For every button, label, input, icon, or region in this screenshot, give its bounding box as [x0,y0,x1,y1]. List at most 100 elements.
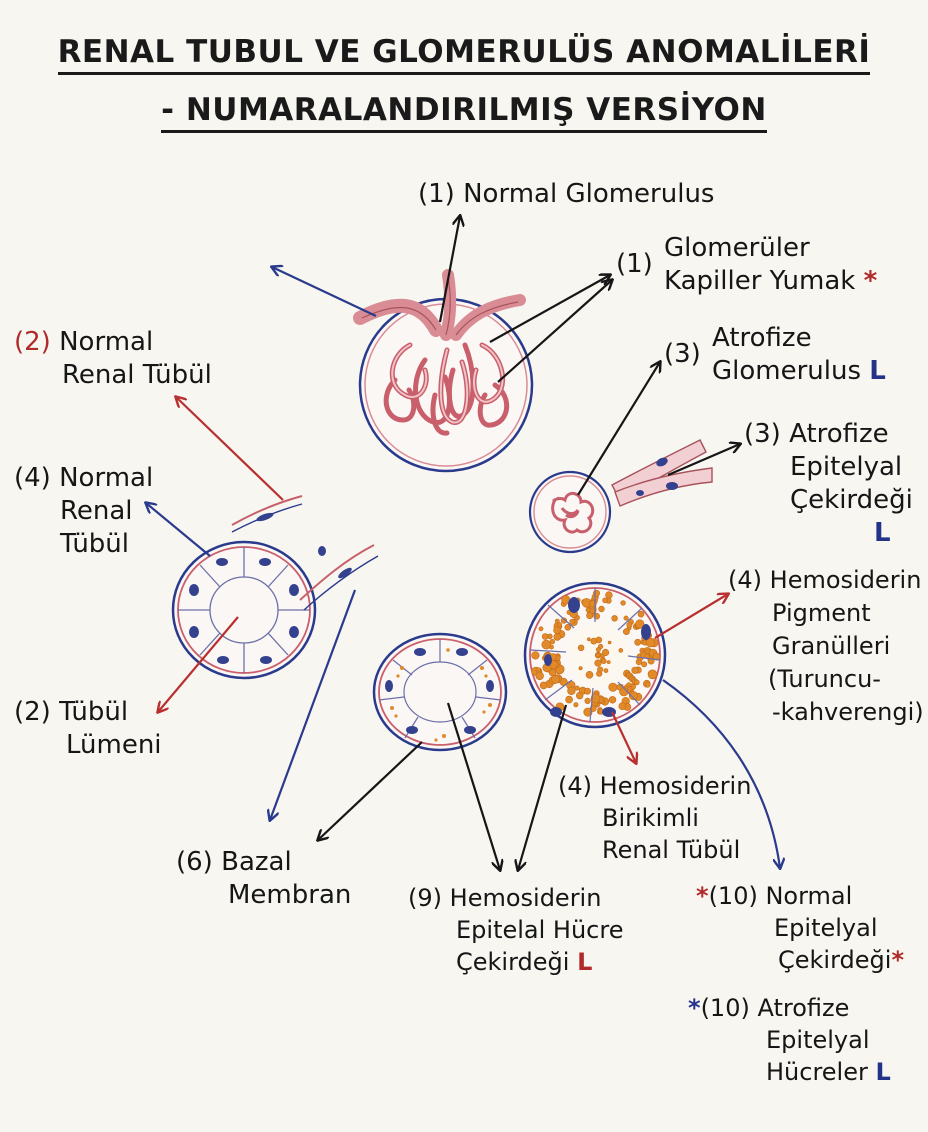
title-line-1: RENAL TUBUL VE GLOMERULÜS ANOMALİLERİ [0,34,928,75]
hemosiderin-granule [623,628,630,635]
arrow-normal-nucleus [662,679,780,868]
title-line-2: - NUMARALANDIRILMIŞ VERSİYON [0,92,928,133]
atrophic-glomerulus-drawing [528,470,612,554]
hemosiderin-granule [564,623,572,631]
hemosiderin-granule [623,615,629,621]
hemosiderin-granule [586,611,594,619]
hemosiderin-tubule-drawing [523,581,667,729]
arrow-glomerulus-blue [272,267,377,317]
hemosiderin-granule [551,674,560,684]
arrow-pigment [654,594,728,639]
label-normal-glomerulus: (1) Normal Glomerulus [418,179,715,209]
hemosiderin-granule [553,633,562,641]
hemosiderin-granule [645,637,656,648]
hemosiderin-granule [565,695,573,704]
hemosiderin-granule [637,610,645,618]
arrow-basal-from-small-tubule [318,741,423,840]
hemosiderin-granule [578,666,583,671]
hemosiderin-granule [585,670,594,679]
hemosiderin-granule [594,659,602,667]
hemosiderin-granule [584,697,591,705]
hemosiderin-granule [577,644,585,651]
hemosiderin-granule [574,685,580,691]
hemosiderin-granule [603,668,609,673]
label-atrophic-epithelial-nucleus: (3) Atrofize Epitelyal Çekirdeği L [744,419,913,548]
hemosiderin-granule [541,633,549,640]
arrow-capillary-a [489,275,610,343]
label-atrophic-glomerulus: (3) Atrofize Glomerulus L [664,323,886,386]
label-basal-membrane: (6) Bazal Membran [176,847,352,910]
hemosiderin-granule [600,658,607,665]
hemosiderin-granule [592,589,600,597]
hemosiderin-granule [641,661,648,668]
hemosiderin-granule [560,617,568,624]
hemosiderin-granule [598,605,605,613]
hemosiderin-granule [583,687,591,695]
hemosiderin-granule [531,651,540,660]
hemosiderin-granule [595,652,601,658]
label-atrophic-epithelial-cells: *(10) Atrofize Epitelyal Hücreler L [688,994,891,1086]
normal-glomerulus-drawing [353,269,534,473]
arrow-hemo-nucleus-b [518,704,568,870]
arrow-capillary-b [497,280,612,383]
hemosiderin-granule [573,702,579,708]
hemosiderin-granule [631,666,639,674]
hemosiderin-granule [554,618,560,624]
hemosiderin-granule [586,637,591,642]
arrow-basal-membrane [270,589,357,820]
hemosiderin-granule [608,696,617,704]
hemosiderin-granule [618,702,627,711]
arrow-atrophic-nucleus [667,444,740,477]
hemosiderin-granule [538,626,544,632]
hemosiderin-granule [535,667,541,673]
normal-renal-tubule-drawing [171,495,379,680]
hemosiderin-granule [634,638,642,646]
label-normal-renal-tubule-4: (4) Normal Renal Tübül [14,463,154,559]
hemosiderin-granule [590,693,601,704]
hemosiderin-granule [602,597,608,604]
hemosiderin-granule [626,682,632,688]
arrow-normal-tubule-4 [146,503,211,557]
arrow-normal-glomerulus [438,216,460,323]
hemosiderin-granule [620,600,626,606]
annotation-arrows [146,216,780,870]
hemosiderin-granule [635,619,645,629]
hemosiderin-granule [597,666,604,673]
label-glomerular-capillary: (1) Glomerüler Kapiller Yumak * [616,233,878,296]
hemosiderin-granule [539,681,548,690]
hemosiderin-granule [553,626,561,634]
hemosiderin-granule [633,679,640,686]
arrow-atrophic-glomerulus [577,362,660,496]
label-normal-epithelial-nucleus: *(10) Normal Epitelyal Çekirdeği* [696,882,904,974]
arrow-hemo-nucleus-a [446,702,500,870]
atrophic-epithelial-strand-drawing [611,439,713,507]
label-hemosiderin-tubule: (4) Hemosiderin Birikimli Renal Tübül [558,772,752,864]
label-hemosiderin-epithelial-nucleus: (9) Hemosiderin Epitelal Hücre Çekirdeği… [408,884,624,976]
hemosiderin-granule [590,637,598,645]
hemosiderin-granule [557,622,563,628]
hemosiderin-granule [611,615,618,622]
hemosiderin-granule [605,591,613,599]
hemosiderin-granule [583,707,593,717]
hemosiderin-granule [567,686,576,695]
hemosiderin-granule [608,682,618,692]
hemosiderin-epithelial-tubule-drawing [372,632,508,752]
hemosiderin-granule [541,639,552,650]
hemosiderin-granule [569,618,576,625]
arrow-hemo-tubule [611,711,636,763]
label-normal-renal-tubule-red: (2) Normal Renal Tübül [14,327,212,390]
hemosiderin-granule [575,691,584,700]
hemosiderin-granule [535,671,544,681]
label-tubule-lumen: (2) Tübül Lümeni [14,697,162,760]
hemosiderin-granule [595,647,601,653]
arrow-lumen [158,616,239,712]
hemosiderin-granule [548,668,557,677]
hemosiderin-granule [606,660,611,665]
hemosiderin-granule [644,681,651,688]
hemosiderin-granule [626,622,633,628]
hemosiderin-granule [628,691,638,701]
label-hemosiderin-pigment: (4) Hemosiderin Pigment Granülleri (Turu… [728,566,924,726]
hemosiderin-granule [585,607,591,613]
